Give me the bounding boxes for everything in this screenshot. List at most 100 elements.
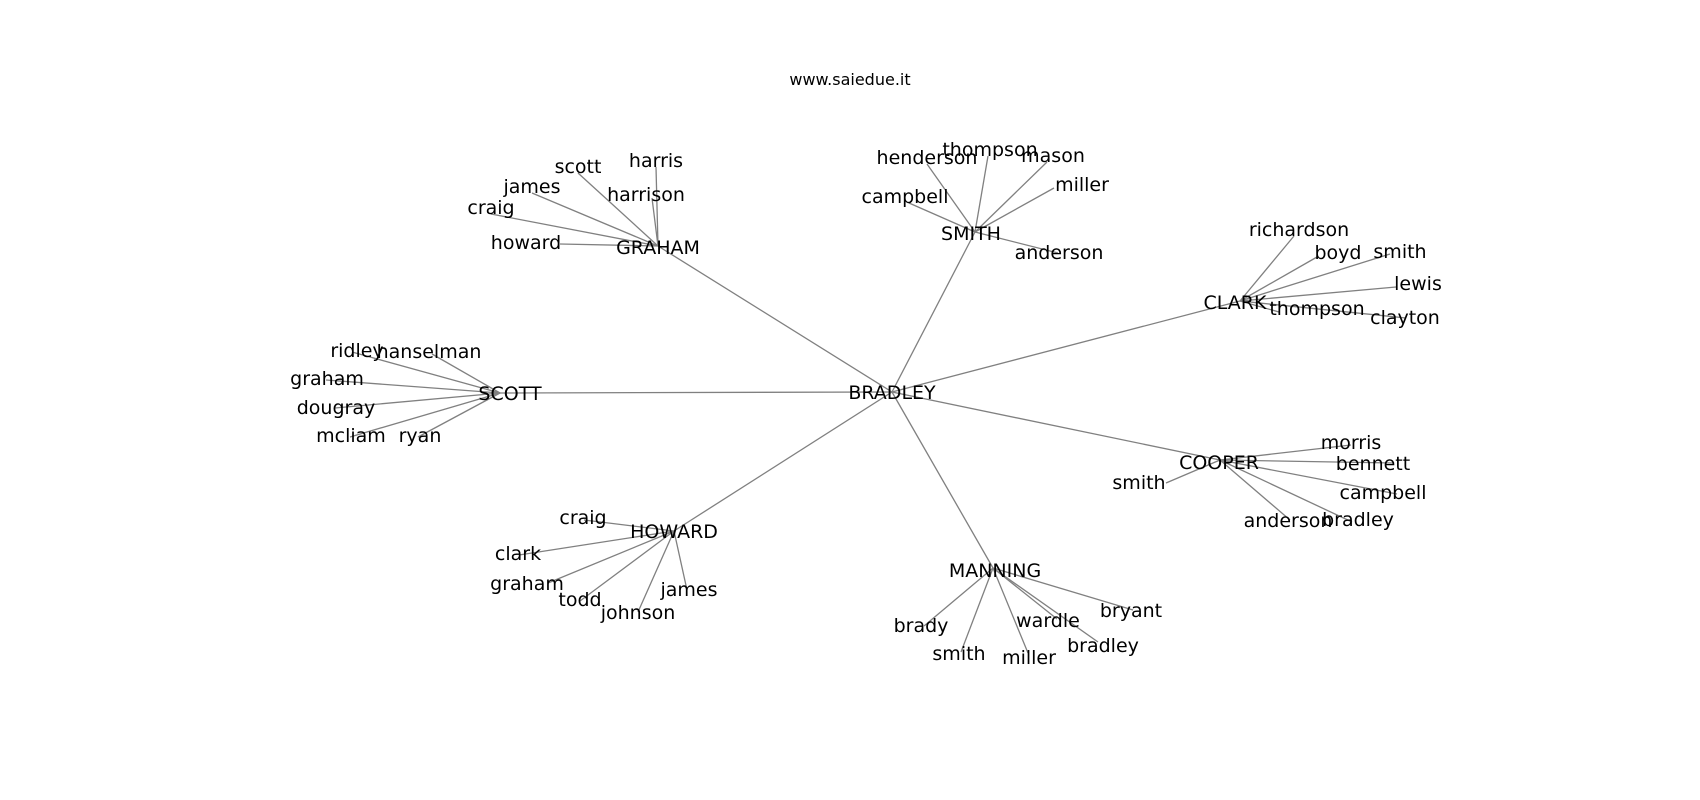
- edge-manning-miller: [992, 567, 1029, 654]
- labels-layer: scott harris james harrison craig howard GRAHA…: [290, 139, 1442, 669]
- hub-node-cooper: COOPER: [1179, 452, 1259, 474]
- edge-scott-hanselman: [431, 353, 501, 394]
- leaf-node-howard-graham: graham: [490, 573, 564, 595]
- leaf-node-manning-wardle: wardle: [1016, 610, 1080, 632]
- edge-cooper-campbell: [1219, 459, 1398, 495]
- edge-smith-anderson: [974, 231, 1059, 254]
- edge-graham-harrison: [651, 197, 659, 247]
- leaf-node-scott-ryan: ryan: [399, 425, 442, 447]
- leaf-node-manning-smith: smith: [932, 643, 985, 665]
- edge-howard-johnson: [637, 530, 675, 613]
- leaf-node-smith-miller: miller: [1055, 174, 1109, 196]
- edge-cooper-bennett: [1219, 459, 1395, 464]
- edge-cooper-morris: [1219, 444, 1352, 461]
- leaf-node-manning-brady: brady: [894, 615, 949, 637]
- edges-layer: [325, 155, 1407, 654]
- leaf-node-graham-harrison: harrison: [607, 184, 685, 206]
- edge-manning-wardle: [992, 567, 1058, 620]
- leaf-node-howard-johnson: johnson: [600, 602, 676, 624]
- edge-cooper-bradley: [1219, 459, 1353, 523]
- leaf-node-cooper-bradley: bradley: [1322, 509, 1394, 531]
- leaf-node-scott-hanselman: hanselman: [377, 341, 482, 363]
- edge-cooper-smith: [1165, 459, 1221, 484]
- leaf-node-graham-james: james: [502, 176, 560, 198]
- edge-howard-james: [673, 530, 688, 591]
- edge-clark-lewis: [1239, 286, 1397, 302]
- leaf-node-smith-anderson: anderson: [1015, 242, 1104, 264]
- leaf-node-cooper-anderson: anderson: [1244, 510, 1333, 532]
- edge-graham-scott: [577, 172, 659, 247]
- edge-smith-mason: [974, 161, 1048, 233]
- edge-clark-boyd: [1239, 256, 1318, 302]
- edge-smith-miller: [974, 187, 1055, 233]
- leaf-node-cooper-campbell: campbell: [1340, 482, 1427, 504]
- edge-graham-harris: [655, 166, 659, 247]
- leaf-node-clark-lewis: lewis: [1394, 273, 1442, 295]
- hub-node-howard: HOWARD: [630, 521, 718, 543]
- leaf-node-howard-craig: craig: [559, 507, 606, 529]
- leaf-node-cooper-bennett: bennett: [1336, 453, 1410, 475]
- edge-manning-brady: [923, 567, 994, 627]
- edge-howard-clark: [518, 530, 675, 556]
- leaf-node-scott-graham: graham: [290, 368, 364, 390]
- edge-scott-dougray: [334, 392, 501, 409]
- edge-scott-ridley: [351, 351, 501, 394]
- edge-root-graham: [657, 245, 893, 393]
- edge-root-smith: [891, 231, 976, 393]
- hub-node-clark: CLARK: [1204, 292, 1267, 314]
- leaf-node-scott-ridley: ridley: [330, 340, 383, 362]
- leaf-node-scott-mcliam: mcliam: [316, 425, 386, 447]
- leaf-node-graham-craig: craig: [467, 197, 514, 219]
- edge-root-howard: [673, 391, 893, 532]
- leaf-node-smith-henderson: henderson: [877, 147, 978, 169]
- edge-root-manning: [891, 391, 994, 569]
- edge-graham-howard: [559, 243, 659, 247]
- hub-node-graham: GRAHAM: [616, 237, 700, 259]
- leaf-node-clark-thompson: thompson: [1269, 298, 1364, 320]
- leaf-node-clark-clayton: clayton: [1370, 307, 1440, 329]
- leaf-node-cooper-smith: smith: [1112, 472, 1165, 494]
- edge-clark-smith: [1239, 253, 1391, 302]
- leaf-node-smith-campbell: campbell: [862, 186, 949, 208]
- edge-root-clark: [891, 300, 1241, 393]
- leaf-node-graham-harris: harris: [629, 150, 683, 172]
- edge-graham-james: [531, 192, 659, 247]
- leaf-node-scott-dougray: dougray: [297, 397, 376, 419]
- edge-smith-henderson: [926, 163, 976, 233]
- edge-root-scott: [499, 391, 893, 394]
- edge-scott-graham: [325, 379, 501, 394]
- site-title: www.saiedue.it: [789, 70, 911, 89]
- edge-root-cooper: [891, 391, 1221, 461]
- edge-cooper-anderson: [1219, 459, 1291, 521]
- hub-node-manning: MANNING: [949, 560, 1041, 582]
- edge-manning-smith: [960, 567, 994, 653]
- leaf-node-manning-miller: miller: [1002, 647, 1056, 669]
- edge-smith-thompson: [974, 155, 989, 233]
- leaf-node-clark-boyd: boyd: [1315, 242, 1362, 264]
- leaf-node-graham-scott: scott: [555, 156, 602, 178]
- edge-howard-graham: [547, 530, 675, 584]
- leaf-node-graham-howard: howard: [491, 232, 561, 254]
- edge-clark-clayton: [1239, 300, 1407, 319]
- edge-scott-ryan: [417, 392, 501, 438]
- leaf-node-manning-bryant: bryant: [1100, 600, 1162, 622]
- edge-manning-bradley: [992, 567, 1099, 643]
- leaf-node-howard-james: james: [659, 579, 717, 601]
- edge-howard-craig: [583, 519, 675, 532]
- edge-scott-mcliam: [349, 392, 501, 438]
- hub-node-smith: SMITH: [941, 223, 1001, 245]
- leaf-node-clark-smith: smith: [1373, 241, 1426, 263]
- edge-clark-richardson: [1239, 235, 1295, 302]
- leaf-node-smith-thompson: thompson: [942, 139, 1037, 161]
- leaf-node-howard-todd: todd: [558, 589, 601, 611]
- leaf-node-clark-richardson: richardson: [1249, 219, 1349, 241]
- edge-graham-craig: [490, 213, 659, 247]
- root-node: BRADLEY: [848, 382, 936, 404]
- leaf-node-cooper-morris: morris: [1321, 432, 1382, 454]
- leaf-node-smith-mason: mason: [1021, 145, 1085, 167]
- leaf-node-howard-clark: clark: [495, 543, 541, 565]
- edge-clark-thompson: [1239, 300, 1280, 313]
- leaf-node-manning-bradley: bradley: [1067, 635, 1139, 657]
- hub-node-scott: SCOTT: [478, 383, 542, 405]
